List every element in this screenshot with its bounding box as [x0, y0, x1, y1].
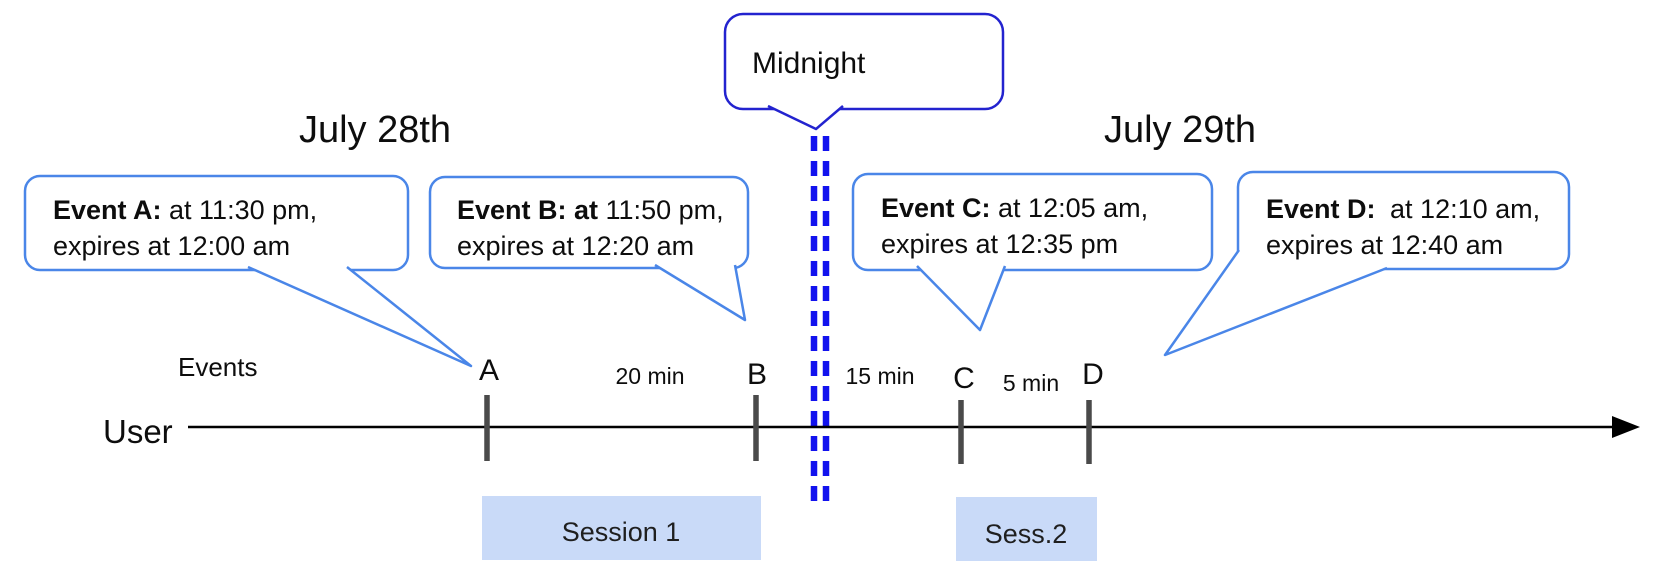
event-a-line2: expires at 12:00 am [53, 231, 290, 261]
event-a-time: at 11:30 pm, [162, 195, 318, 225]
event-d-title: Event D: [1266, 194, 1376, 224]
session-1: Session 1 [482, 496, 761, 560]
event-c-title: Event C: [881, 193, 991, 223]
session-2-label: Sess.2 [985, 519, 1068, 549]
tick-label-c: C [953, 362, 975, 395]
event-d-time: at 12:10 am, [1383, 194, 1541, 224]
event-c-callout: Event C: at 12:05 am, expires at 12:35 p… [851, 172, 1214, 332]
tick-label-d: D [1082, 358, 1104, 391]
event-c-tail [916, 265, 1007, 332]
event-a-title: Event A: [53, 195, 162, 225]
session-2: Sess.2 [956, 497, 1097, 561]
midnight-callout-tail [767, 104, 844, 131]
event-d-line2: expires at 12:40 am [1266, 230, 1503, 260]
gap-label-15min: 15 min [845, 363, 914, 389]
gap-label-5min: 5 min [1003, 370, 1059, 396]
day-header-july-29: July 29th [1104, 109, 1256, 151]
event-b-time: 11:50 pm, [598, 195, 724, 225]
events-row-label: Events [178, 352, 258, 382]
session-1-label: Session 1 [562, 517, 681, 547]
event-ticks [484, 395, 1092, 464]
midnight-callout-label: Midnight [752, 47, 866, 80]
session-1-box [482, 496, 761, 560]
event-a-line1: Event A: at 11:30 pm, [53, 195, 317, 225]
gap-label-20min: 20 min [615, 363, 684, 389]
event-a-bubble [23, 174, 410, 272]
event-b-line2: expires at 12:20 am [457, 231, 694, 261]
event-b-line1: Event B: at 11:50 pm, [457, 195, 724, 225]
event-b-callout: Event B: at 11:50 pm, expires at 12:20 a… [428, 175, 750, 322]
timeline-axis [188, 416, 1640, 438]
user-row-label: User [103, 413, 173, 450]
event-d-line1: Event D: at 12:10 am, [1266, 194, 1540, 224]
event-d-tail [1163, 249, 1388, 357]
event-c-bubble [851, 172, 1214, 272]
midnight-callout: Midnight [723, 12, 1005, 131]
tick-label-a: A [479, 354, 499, 387]
event-d-bubble [1236, 170, 1571, 271]
event-c-line1: Event C: at 12:05 am, [881, 193, 1148, 223]
timeline-arrowhead-icon [1612, 416, 1640, 438]
event-d-callout: Event D: at 12:10 am, expires at 12:40 a… [1163, 170, 1571, 357]
event-c-time: at 12:05 am, [991, 193, 1149, 223]
midnight-divider-dashed-line [810, 136, 830, 505]
tick-label-b: B [747, 358, 767, 391]
event-c-line2: expires at 12:35 pm [881, 229, 1118, 259]
event-a-callout: Event A: at 11:30 pm, expires at 12:00 a… [23, 174, 473, 368]
midnight-callout-bubble [723, 12, 1005, 111]
event-b-tail [654, 263, 747, 322]
event-b-title: Event B: at [457, 195, 598, 225]
day-header-july-28: July 28th [299, 109, 451, 151]
event-a-tail [247, 265, 473, 368]
event-b-bubble [428, 175, 750, 270]
session-2-box [956, 497, 1097, 561]
